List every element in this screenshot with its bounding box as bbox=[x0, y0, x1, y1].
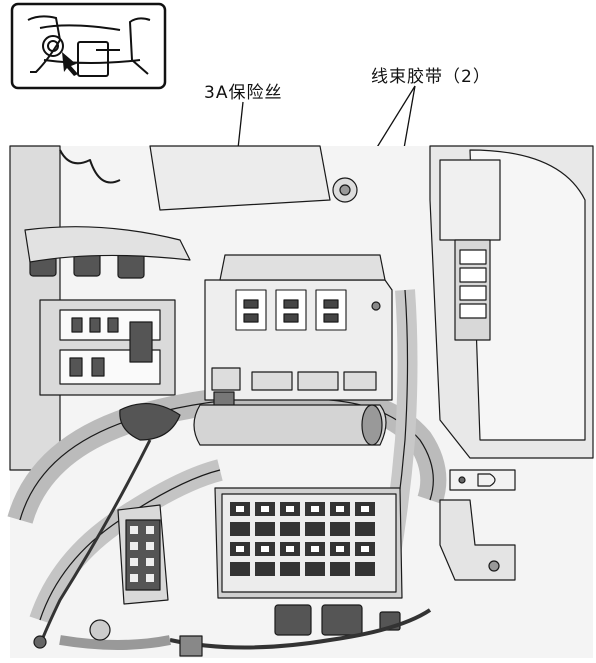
arrow-pointer-icon bbox=[62, 52, 78, 76]
dashboard-location-icon bbox=[27, 15, 151, 77]
fuse-grid bbox=[230, 502, 375, 576]
fuse-callout-label: 3A保险丝 bbox=[204, 83, 283, 103]
engine-bay-illustration bbox=[7, 145, 594, 658]
cable-ties-callout-label: 线束胶带（2） bbox=[371, 67, 491, 87]
locator-inset bbox=[10, 2, 167, 90]
